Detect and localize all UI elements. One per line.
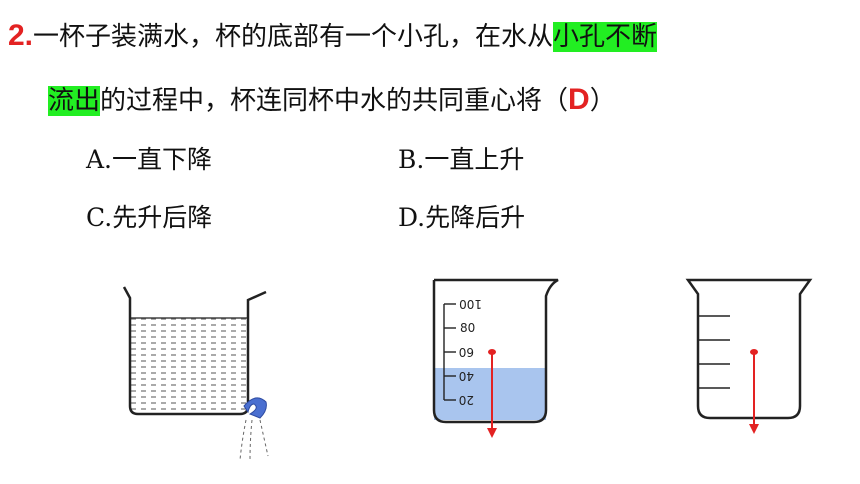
empty-beaker-illustration (685, 278, 813, 434)
question-text-2: 的过程中，杯连同杯中水的共同重心将（ (100, 86, 569, 116)
graduated-beaker-illustration: 100 80 60 40 20 (432, 278, 559, 438)
tick-marks (698, 315, 730, 389)
full-water (129, 318, 248, 414)
nozzle-icon (243, 397, 267, 419)
option-a[interactable]: A.一直下降 (86, 142, 212, 178)
option-d-letter: D. (398, 203, 426, 232)
scale-marks (443, 303, 456, 401)
option-b-letter: B. (398, 145, 425, 174)
highlight-text-1: 小孔不断 (553, 22, 658, 52)
beaker-outline (432, 278, 559, 424)
scale-label-80: 80 (460, 321, 475, 335)
option-d-text: 先降后升 (425, 203, 526, 232)
scale-label-40: 40 (459, 369, 474, 383)
option-a-text: 一直下降 (112, 145, 213, 174)
option-b-text: 一直上升 (424, 145, 525, 174)
question-text-1: 一杯子装满水，杯的底部有一个小孔，在水从 (33, 22, 554, 52)
scale-label-100: 100 (459, 297, 482, 311)
option-d[interactable]: D.先降后升 (398, 200, 525, 236)
option-a-letter: A. (86, 145, 113, 174)
option-c[interactable]: C.先升后降 (86, 200, 212, 236)
gravity-arrow-head (487, 428, 497, 438)
option-c-text: 先升后降 (112, 203, 213, 232)
question-number: 2. (8, 19, 34, 52)
water-stream (239, 419, 269, 461)
scale-label-60: 60 (459, 345, 474, 359)
answer-mark: D (568, 83, 590, 116)
beaker-outline (685, 278, 813, 420)
scale-label-20: 20 (459, 393, 474, 407)
question-close: ） (589, 86, 616, 116)
question-line-1: 2.一杯子装满水，杯的底部有一个小孔，在水从小孔不断 (8, 16, 658, 57)
leaking-beaker-illustration (122, 286, 269, 461)
option-b[interactable]: B.一直上升 (398, 142, 524, 178)
option-c-letter: C. (86, 203, 113, 232)
highlight-text-2: 流出 (48, 86, 101, 116)
gravity-arrow-head (749, 424, 759, 434)
question-line-2: 流出的过程中，杯连同杯中水的共同重心将（D） (48, 80, 616, 121)
